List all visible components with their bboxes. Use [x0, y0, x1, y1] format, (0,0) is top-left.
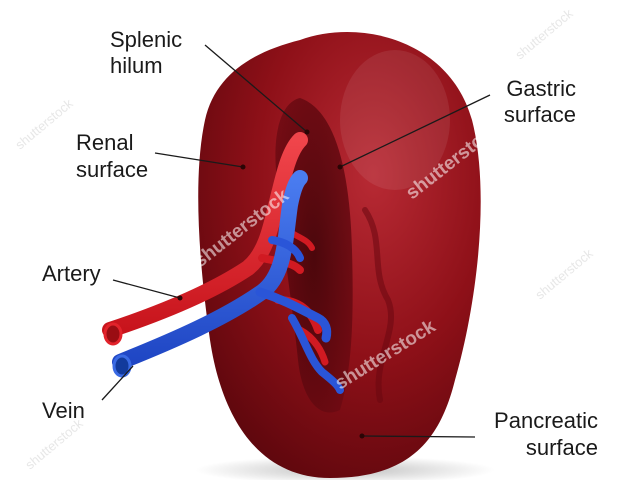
label-pancreatic-surface-line1: Pancreatic [494, 408, 598, 433]
marker-splenic-hilum [305, 130, 310, 135]
label-splenic-hilum-line1: Splenic [110, 27, 182, 52]
watermark-text: shutterstock [22, 415, 86, 472]
watermark-text: shutterstock [512, 5, 576, 62]
label-renal-surface-line2: surface [76, 157, 148, 182]
label-artery: Artery [42, 261, 101, 286]
label-pancreatic-surface-line2: surface [526, 435, 598, 460]
artery-opening [105, 324, 121, 344]
marker-artery [178, 296, 183, 301]
label-gastric-surface-line2: surface [504, 102, 576, 127]
label-vein: Vein [42, 398, 85, 423]
watermark-text: shutterstock [532, 245, 596, 302]
leader-artery [113, 280, 180, 298]
label-renal-surface-line1: Renal [76, 130, 133, 155]
marker-gastric-surface [338, 165, 343, 170]
label-gastric-surface-line1: Gastric [506, 76, 576, 101]
marker-renal-surface [241, 165, 246, 170]
label-splenic-hilum-line2: hilum [110, 53, 163, 78]
marker-pancreatic-surface [360, 434, 365, 439]
vein-opening [114, 356, 130, 376]
watermark-text: shutterstock [12, 95, 76, 152]
